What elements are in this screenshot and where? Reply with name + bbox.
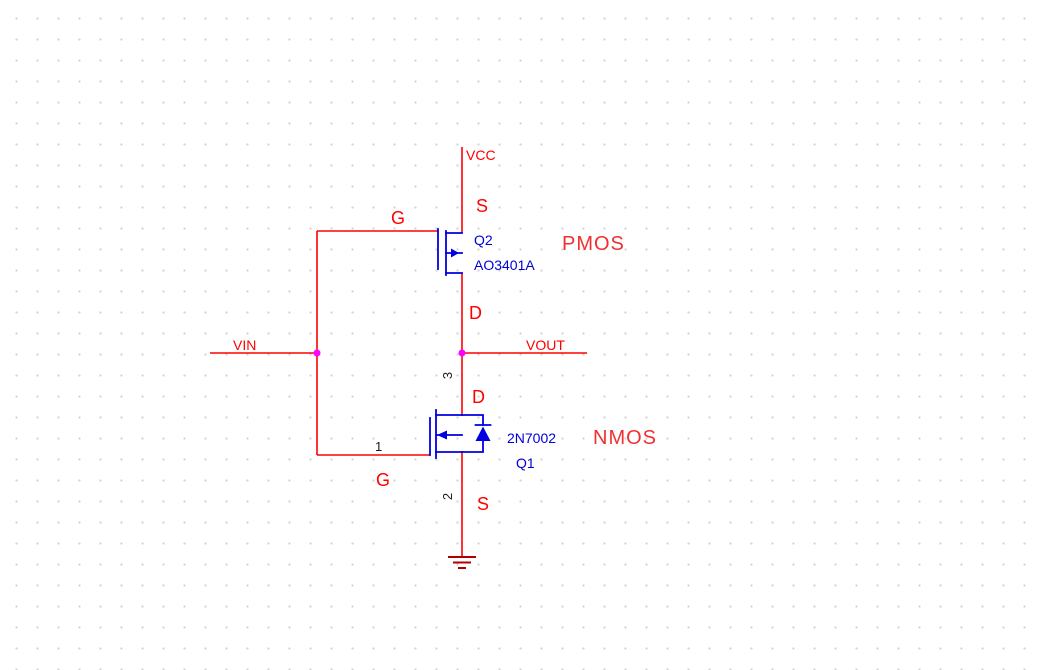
body-diode-bottom-connector	[461, 440, 484, 453]
body-diode-triangle	[475, 426, 491, 441]
pmos-drain-pin-label: D	[469, 303, 482, 323]
pmos-type-label: PMOS	[562, 233, 625, 255]
ground-symbol	[448, 556, 476, 569]
pmos-source-pin-label: S	[476, 196, 489, 216]
nmos-gate-pin-number: 1	[375, 439, 383, 454]
vin-net-label: VIN	[233, 337, 257, 353]
nmos-source-pin-number: 2	[440, 492, 456, 501]
nmos-part-number-label: 2N7002	[507, 430, 557, 446]
nmos-gate-pin-label: G	[376, 470, 391, 490]
pmos-gate-pin-label: G	[391, 208, 406, 228]
nmos-refdes-label: Q1	[516, 455, 535, 471]
nmos-transistor-symbol	[429, 409, 492, 459]
vin-junction-dot	[313, 349, 321, 357]
nmos-drain-pin-label: D	[472, 387, 485, 407]
vout-junction-dot	[458, 349, 466, 357]
vcc-net-label: VCC	[466, 147, 496, 163]
nmos-type-label: NMOS	[593, 427, 657, 449]
pmos-part-number-label: AO3401A	[474, 257, 535, 273]
nmos-source-pin-label: S	[477, 494, 490, 514]
vout-net-label: VOUT	[526, 337, 565, 353]
nmos-drain-pin-number: 3	[440, 371, 456, 380]
nmos-arrow-icon	[437, 430, 447, 440]
pmos-arrow-icon	[451, 248, 459, 258]
body-diode-top-connector	[461, 414, 484, 426]
wires	[210, 147, 587, 557]
pmos-transistor-symbol	[437, 228, 463, 276]
pmos-refdes-label: Q2	[474, 232, 493, 248]
